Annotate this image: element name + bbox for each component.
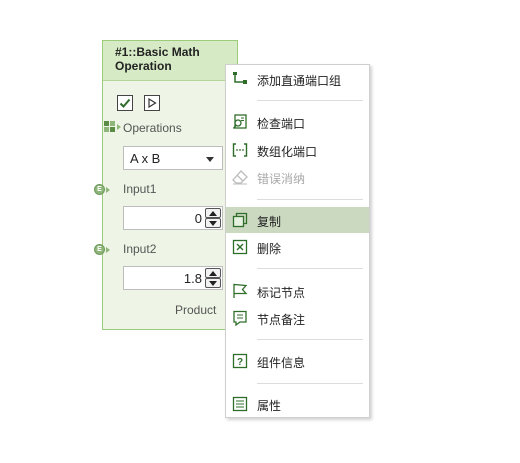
menu-item-label: 属性	[257, 399, 282, 413]
node-header[interactable]: #1::Basic Math Operation	[103, 41, 237, 81]
menu-item-label: 数组化端口	[257, 145, 318, 159]
array-port-icon	[232, 143, 248, 157]
menu-item-label: 组件信息	[257, 356, 306, 370]
menu-separator	[257, 100, 363, 101]
menu-item-array-port[interactable]: 数组化端口	[226, 137, 369, 163]
menu-item-properties[interactable]: 属性	[226, 391, 369, 417]
eraser-icon	[232, 170, 248, 185]
menu-item-label: 检查端口	[257, 117, 306, 131]
menu-item-error-handling[interactable]: 错误消纳	[226, 164, 369, 190]
operation-select-value: A x B	[130, 151, 161, 166]
chevron-down-icon	[206, 157, 214, 162]
menu-separator	[257, 383, 363, 384]
enable-checkbox[interactable]	[117, 95, 133, 111]
input2-port[interactable]: E	[94, 244, 105, 255]
menu-item-label: 添加直通端口组	[257, 74, 342, 88]
menu-item-label: 错误消纳	[257, 172, 306, 186]
input1-value: 0	[194, 211, 202, 226]
node-title-line1: #1::Basic Math	[115, 45, 200, 59]
input1-label: Input1	[123, 182, 157, 196]
input1-port-arrow	[106, 187, 110, 193]
operations-label: Operations	[123, 121, 182, 135]
input1-decrement-button[interactable]	[205, 218, 221, 228]
context-menu[interactable]: 添加直通端口组 检查端口 数组化端口 错误消纳 复制	[225, 64, 370, 418]
check-icon	[119, 98, 131, 108]
output-label: Product	[175, 303, 217, 317]
input1-field[interactable]: 0	[123, 206, 223, 230]
menu-separator	[257, 339, 363, 340]
svg-text:?: ?	[237, 357, 243, 368]
menu-item-add-passthrough-port-group[interactable]: 添加直通端口组	[226, 66, 369, 92]
delete-icon	[232, 239, 248, 255]
input2-decrement-button[interactable]	[205, 278, 221, 288]
menu-item-node-note[interactable]: 节点备注	[226, 305, 369, 331]
input2-value: 1.8	[183, 271, 202, 286]
menu-separator	[257, 199, 363, 200]
node-title-line2: Operation	[115, 59, 172, 73]
menu-separator	[257, 268, 363, 269]
help-icon: ?	[232, 353, 248, 369]
inspect-port-icon	[232, 114, 247, 129]
menu-item-mark-node[interactable]: 标记节点	[226, 278, 369, 304]
menu-item-inspect-port[interactable]: 检查端口	[226, 109, 369, 135]
operations-port-icon	[104, 121, 116, 133]
input1-increment-button[interactable]	[205, 208, 221, 218]
note-icon	[233, 310, 247, 326]
input2-increment-button[interactable]	[205, 268, 221, 278]
input1-port[interactable]: E	[94, 184, 105, 195]
menu-item-component-info[interactable]: ? 组件信息	[226, 348, 369, 374]
operations-port-arrow	[117, 124, 121, 130]
math-operation-node[interactable]: #1::Basic Math Operation Operations A x …	[94, 40, 238, 330]
run-button[interactable]	[144, 95, 160, 111]
input2-label: Input2	[123, 242, 157, 256]
menu-item-label: 复制	[257, 215, 282, 229]
properties-icon	[232, 396, 248, 412]
passthrough-port-icon	[233, 72, 247, 84]
flag-icon	[233, 283, 248, 298]
input2-port-arrow	[106, 247, 110, 253]
input2-field[interactable]: 1.8	[123, 266, 223, 290]
menu-item-label: 标记节点	[257, 286, 306, 300]
menu-item-copy[interactable]: 复制	[226, 207, 369, 233]
menu-item-label: 删除	[257, 242, 282, 256]
menu-item-label: 节点备注	[257, 313, 306, 327]
menu-item-delete[interactable]: 删除	[226, 234, 369, 260]
copy-icon	[232, 212, 248, 228]
operation-select[interactable]: A x B	[123, 146, 223, 170]
play-icon	[148, 98, 157, 108]
